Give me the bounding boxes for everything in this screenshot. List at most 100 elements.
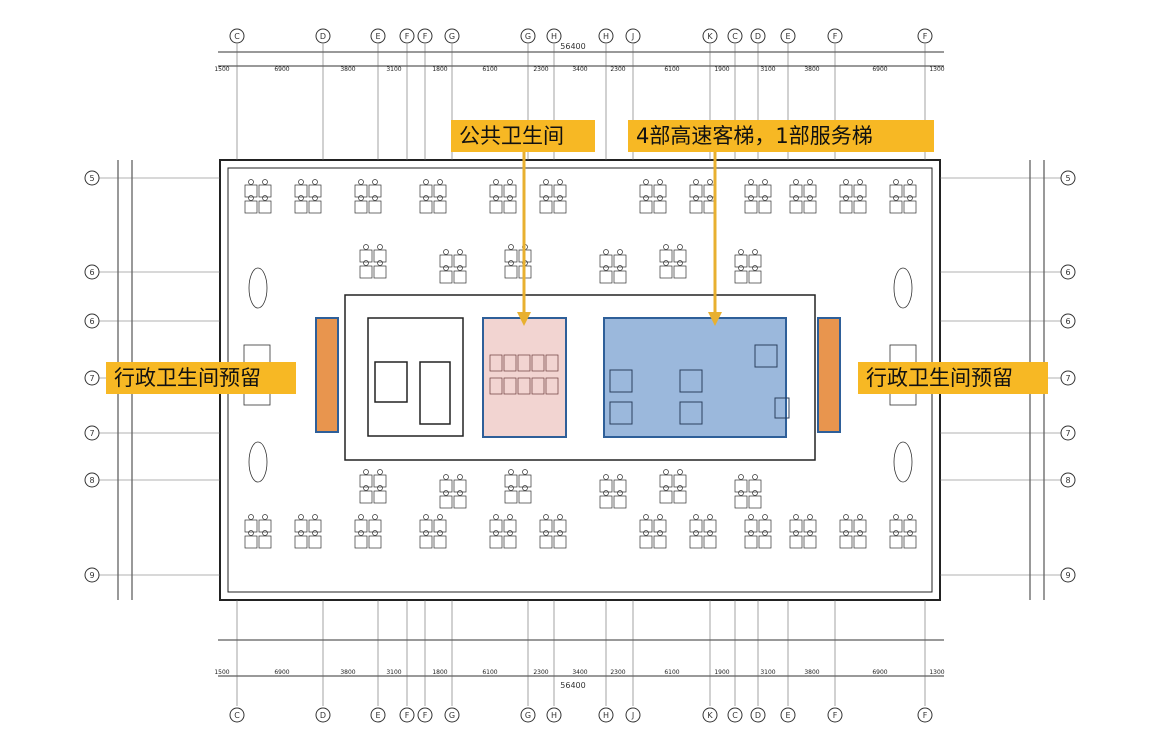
callout-arrows (517, 152, 722, 326)
axis-bubble-label: G (449, 32, 455, 41)
axis-bubble-label: 7 (1065, 374, 1070, 383)
meeting-tables (243, 267, 917, 483)
axis-bubble: 6 (84, 313, 100, 329)
restroom-stall (489, 354, 503, 372)
axis-bubble-label: H (551, 32, 557, 41)
desk-cluster (789, 179, 817, 214)
axis-bubble-label: D (755, 32, 761, 41)
desk-cluster (599, 249, 627, 284)
axis-bubble-label: 7 (1065, 429, 1070, 438)
axis-bubble: K (702, 28, 718, 44)
axis-bubble-label: F (833, 711, 838, 720)
axis-bubble: 7 (84, 370, 100, 386)
axis-bubble-label: 6 (89, 268, 94, 277)
axis-bubble: 8 (1060, 472, 1076, 488)
dimension-segment: 1900 (714, 66, 729, 73)
axis-bubble-label: 9 (1065, 571, 1070, 580)
desk-cluster (354, 514, 382, 549)
desk-cluster (504, 244, 532, 279)
axis-bubble-label: F (405, 32, 410, 41)
desk-cluster (734, 249, 762, 284)
dimension-segment: 1900 (714, 669, 729, 676)
axis-bubble: F (399, 707, 415, 723)
axis-bubble-label: J (631, 711, 634, 720)
axis-bubble-label: E (785, 711, 790, 720)
axis-bubble-label: D (320, 711, 326, 720)
axis-bubble-label: E (785, 32, 790, 41)
axis-bubble: 7 (84, 425, 100, 441)
dimension-segment: 6100 (482, 669, 497, 676)
desk-cluster (294, 179, 322, 214)
desk-cluster (359, 469, 387, 504)
desk-cluster (419, 179, 447, 214)
restroom-stall (503, 354, 517, 372)
desk-cluster (439, 474, 467, 509)
axis-bubble-label: G (449, 711, 455, 720)
axis-bubble-label: C (234, 32, 240, 41)
restroom-stall (489, 377, 503, 395)
axis-bubble-label: 9 (89, 571, 94, 580)
axis-bubble-label: K (707, 32, 713, 41)
elevator-core-area (603, 317, 787, 438)
axis-bubble: 7 (1060, 370, 1076, 386)
desk-cluster (789, 514, 817, 549)
axis-bubble-label: J (631, 32, 634, 41)
axis-bubble: C (727, 28, 743, 44)
axis-bubble: H (598, 28, 614, 44)
desk-cluster (744, 179, 772, 214)
restroom-stalls (489, 354, 559, 395)
desk-cluster (889, 514, 917, 549)
dimension-segment: 6100 (482, 66, 497, 73)
desk-cluster (839, 514, 867, 549)
axis-bubble: 6 (84, 264, 100, 280)
desk-cluster (244, 179, 272, 214)
axis-bubble: F (827, 28, 843, 44)
dimension-segment: 2300 (610, 66, 625, 73)
axis-bubble: E (370, 28, 386, 44)
restroom-stall (531, 377, 545, 395)
axis-bubble: K (702, 707, 718, 723)
overall-dimension-bottom: 56400 (560, 681, 585, 690)
axis-bubble: 9 (1060, 567, 1076, 583)
desk-cluster (689, 179, 717, 214)
restroom-stall (517, 354, 531, 372)
axis-bubble-label: C (234, 711, 240, 720)
axis-bubble-label: F (423, 711, 428, 720)
dimension-segment: 1500 (214, 669, 229, 676)
axis-bubble-label: H (551, 711, 557, 720)
dimension-segment: 6100 (664, 66, 679, 73)
desk-cluster (659, 244, 687, 279)
dimension-segment: 1500 (214, 66, 229, 73)
dimension-segment: 3800 (804, 669, 819, 676)
dimension-segment: 6900 (274, 66, 289, 73)
desk-cluster (294, 514, 322, 549)
dimension-segment: 2300 (533, 669, 548, 676)
elevator-label: 4部高速客梯，1部服务梯 (628, 120, 934, 152)
axis-bubble: F (399, 28, 415, 44)
public-restroom-label: 公共卫生间 (451, 120, 595, 152)
dimension-segment: 1300 (929, 66, 944, 73)
dimension-segment: 1800 (432, 669, 447, 676)
axis-bubble-label: D (755, 711, 761, 720)
axis-bubble: 7 (1060, 425, 1076, 441)
restroom-stall (503, 377, 517, 395)
restroom-stall (531, 354, 545, 372)
axis-bubble-label: 8 (1065, 476, 1070, 485)
dimension-segment: 3800 (340, 669, 355, 676)
restroom-stall (517, 377, 531, 395)
public-restroom-area (482, 317, 567, 438)
axis-bubble-label: 6 (89, 317, 94, 326)
elevator-cars (609, 344, 790, 425)
axis-bubble-label: 8 (89, 476, 94, 485)
dimension-segment: 1800 (432, 66, 447, 73)
axis-bubble-label: H (603, 711, 609, 720)
axis-bubble-label: F (923, 32, 928, 41)
axis-bubble-label: E (375, 32, 380, 41)
axis-bubble: D (315, 707, 331, 723)
restroom-stall (545, 377, 559, 395)
desk-cluster (419, 514, 447, 549)
desk-cluster (639, 514, 667, 549)
